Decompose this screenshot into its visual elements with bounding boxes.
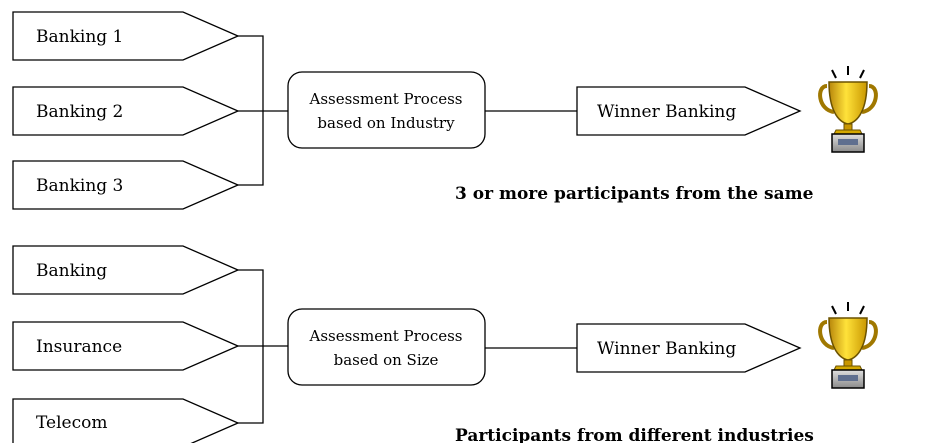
process-line-1: Assessment Process: [308, 327, 462, 345]
bracket-connector: [238, 269, 288, 424]
participant-label: Banking 3: [36, 176, 123, 196]
participant-label: Telecom: [36, 413, 107, 433]
participant-insurance: Insurance: [12, 321, 240, 371]
top-caption: 3 or more participants from the same: [455, 184, 814, 204]
participant-telecom: Telecom: [12, 398, 240, 443]
participant-banking-2: Banking 2: [12, 86, 240, 136]
top-diagram: Banking 1 Banking 2 Banking 3 Assessment…: [12, 11, 878, 210]
participant-label: Banking 2: [36, 102, 123, 122]
process-line-2: based on Industry: [317, 114, 455, 132]
bottom-diagram: Banking Insurance Telecom Assessment Pro…: [12, 245, 878, 443]
participant-label: Banking 1: [36, 27, 123, 47]
participant-label: Insurance: [36, 337, 122, 357]
participant-banking: Banking: [12, 245, 240, 295]
process-line-1: Assessment Process: [308, 90, 462, 108]
winner-arrow: Winner Banking: [576, 86, 802, 136]
participant-banking-3: Banking 3: [12, 160, 240, 210]
assessment-process-box: Assessment Process based on Size: [287, 308, 486, 386]
assessment-process-box: Assessment Process based on Industry: [287, 71, 486, 149]
winner-arrow: Winner Banking: [576, 323, 802, 373]
participant-label: Banking: [36, 261, 107, 281]
winner-label: Winner Banking: [597, 102, 736, 122]
process-line-2: based on Size: [334, 351, 439, 369]
bracket-connector: [238, 35, 288, 186]
trophy-icon: [818, 66, 878, 153]
participant-banking-1: Banking 1: [12, 11, 240, 61]
trophy-icon: [818, 302, 878, 389]
bottom-caption: Participants from different industries: [455, 426, 814, 443]
winner-label: Winner Banking: [597, 339, 736, 359]
